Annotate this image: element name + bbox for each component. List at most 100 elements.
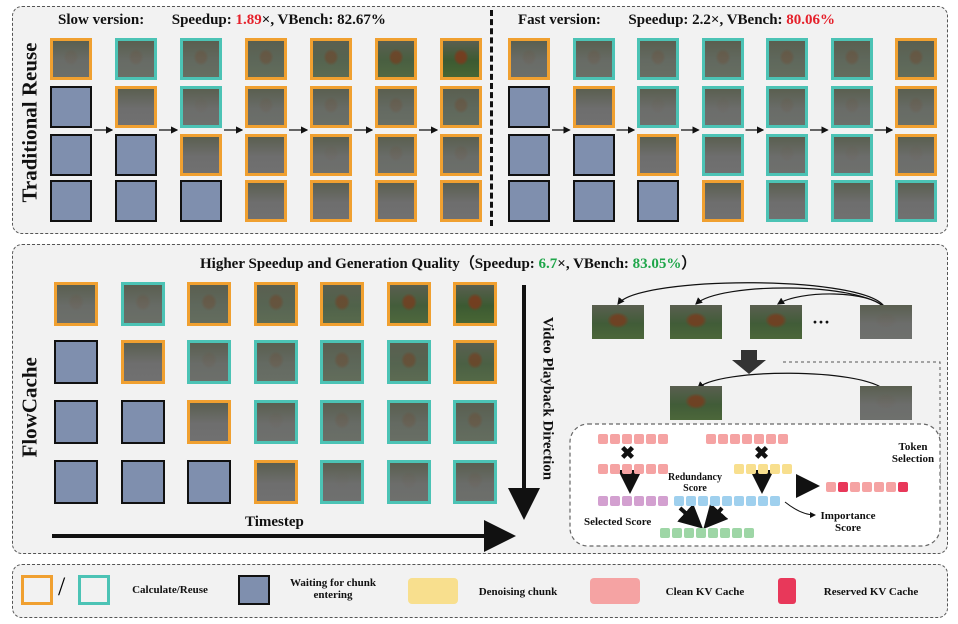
legend-reuse-swatch [78,575,110,605]
reference-frame [750,305,802,339]
redundancy-score-label: Redundancy Score [668,472,722,494]
flowcache-frame [253,340,298,384]
fast-frame [701,180,744,222]
slow-frame [440,86,482,128]
flowcache-frame [54,340,98,384]
reserved-kv-token [898,482,908,492]
redundancy-score-token [734,496,744,506]
importance-score-token [696,528,706,538]
slow-frame [440,38,482,80]
redundancy-score-token [674,496,684,506]
slow-frame [310,38,352,80]
flowcache-frame [187,340,231,384]
denoising-token [770,464,780,474]
flowcache-frame [453,340,497,384]
ellipsis-label: ··· [812,312,831,332]
flowcache-title-middle: ×, VBench: [557,256,633,272]
flowcache-frame [386,340,431,384]
slow-frame [50,180,92,222]
flowcache-frame [187,460,231,504]
selected-score-token [598,496,608,506]
fast-speedup-prefix: Speedup: 2.2×, VBench: [628,12,787,28]
reserved-kv-token [850,482,860,492]
clean-kv-token [622,434,632,444]
selected-score-label: Selected Score [584,516,652,528]
clean-kv-token [598,464,608,474]
slow-frame [50,86,92,128]
clean-kv-token [718,434,728,444]
flowcache-frame [54,460,98,504]
reserved-kv-token [826,482,836,492]
slow-speedup-suffix: ×, VBench: 82.67% [261,12,386,28]
selected-score-token [634,496,644,506]
reserved-kv-token [862,482,872,492]
clean-kv-token [730,434,740,444]
clean-kv-token [658,434,668,444]
slow-frame [245,38,287,80]
clean-kv-token [610,434,620,444]
flowcache-speedup-value: 6.7 [538,256,558,272]
playback-direction-label: Video Playback Direction [539,316,556,481]
flowcache-frame [120,460,165,504]
clean-kv-token [634,434,644,444]
clean-kv-token [778,434,788,444]
fast-frame [895,38,937,80]
fast-frame [830,134,873,176]
slow-frame [375,38,417,80]
redundancy-score-token [758,496,768,506]
flowcache-frame [320,460,364,504]
clean-kv-token [598,434,608,444]
slow-frame [180,180,222,222]
flowcache-frame [386,460,431,504]
flowcache-frame [253,282,298,326]
flowcache-frame [386,282,431,326]
flowcache-frame [453,400,497,444]
slow-frame [115,86,157,128]
flowcache-frame [54,400,98,444]
fast-frame [766,38,808,80]
legend-reserved-kv-swatch [778,578,796,604]
fast-frame [830,180,873,222]
slow-frame [245,86,287,128]
fast-frame [766,180,808,222]
reference-frame [592,305,644,339]
flowcache-title-suffix: ） [681,256,697,272]
importance-score-token [732,528,742,538]
reserved-kv-token [886,482,896,492]
fast-frame [701,38,744,80]
legend-reserved-kv-label: Reserved KV Cache [823,586,919,598]
legend-denoising-swatch [408,578,458,604]
importance-score-token [708,528,718,538]
fast-frame [830,38,873,80]
flowcache-frame [120,400,165,444]
current-noisy-frame-2 [860,386,912,420]
fast-version-header: Fast version: Speedup: 2.2×, VBench: 80.… [518,12,835,29]
importance-score-token [744,528,754,538]
fast-frame [508,134,550,176]
slow-version-label: Slow version: [58,12,145,28]
redundancy-score-token [722,496,732,506]
importance-score-label: Importance Score [820,510,876,534]
fast-frame [701,86,744,128]
legend-waiting-label: Waiting for chunk entering [290,577,376,601]
fast-frame [830,86,873,128]
reference-frame [670,305,722,339]
flowcache-frame [120,340,165,384]
flowcache-frame [320,340,364,384]
selected-score-token [610,496,620,506]
flowcache-title: Higher Speedup and Generation Quality（Sp… [200,252,696,273]
fast-frame [508,86,550,128]
slow-frame [245,134,287,176]
traditional-reuse-label: Traditional Reuse [17,42,42,203]
denoising-token [746,464,756,474]
selected-score-token [622,496,632,506]
legend-clean-kv-label: Clean KV Cache [665,586,745,598]
redundancy-score-token [770,496,780,506]
slow-frame [375,134,417,176]
slow-speedup-value: 1.89 [235,12,262,28]
clean-kv-token [754,434,764,444]
slow-frame [180,86,222,128]
selected-score-token [646,496,656,506]
slow-frame [115,180,157,222]
flowcache-frame [453,460,497,504]
